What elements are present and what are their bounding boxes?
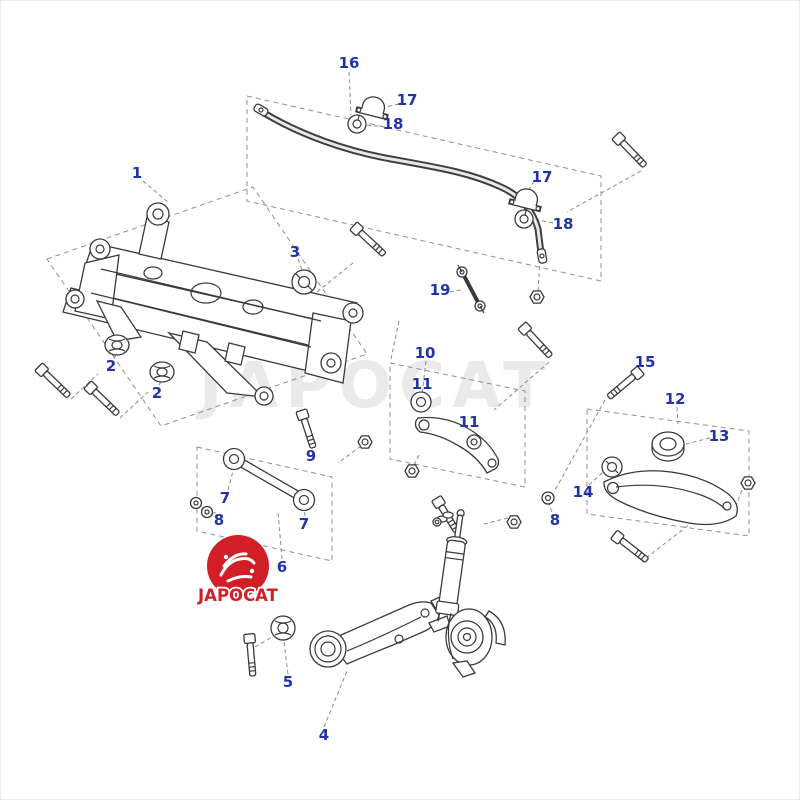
part-stabilizer-link (456, 264, 486, 314)
nut-icon (740, 476, 756, 490)
part-bushing-3 (291, 269, 317, 295)
bolt-icon (517, 321, 553, 359)
logo-circle (207, 535, 269, 597)
part-label-8[interactable]: 8 (549, 511, 561, 529)
logo-squiggle-icon (219, 552, 256, 583)
part-lateral-rod (222, 447, 316, 512)
logo-text: JAPOCAT (197, 586, 279, 605)
washer-icon-8-left (189, 496, 203, 510)
part-bush-18a (347, 114, 367, 134)
part-trailing-arm (309, 593, 452, 668)
part-label-18[interactable]: 18 (552, 215, 574, 233)
part-label-17[interactable]: 17 (396, 91, 418, 109)
part-lower-arm (601, 431, 738, 526)
part-label-17[interactable]: 17 (531, 168, 553, 186)
part-label-6[interactable]: 6 (276, 558, 288, 576)
part-bushing-2a (104, 334, 130, 356)
part-label-10[interactable]: 10 (414, 344, 436, 362)
washer-icon-8-right (541, 491, 555, 505)
part-label-11[interactable]: 11 (411, 375, 433, 393)
part-subframe-drawing (62, 202, 364, 406)
nut-icon (529, 290, 545, 304)
watermark-text: JAPOCAT (199, 349, 554, 422)
bolts (34, 131, 649, 677)
bolt-icon (610, 530, 649, 563)
bolt-icon (243, 633, 257, 677)
part-spring-seat-13 (651, 431, 685, 462)
group-box-lower-arm (586, 408, 750, 537)
japocat-logo: JAPOCAT (188, 535, 288, 613)
part-upper-arm (410, 391, 500, 474)
part-bushing-5 (270, 615, 296, 641)
part-label-2[interactable]: 2 (105, 357, 117, 375)
bolt-icon (349, 221, 387, 257)
part-label-9[interactable]: 9 (305, 447, 317, 465)
bolt-icon (83, 380, 120, 416)
part-label-7[interactable]: 7 (298, 515, 310, 533)
bolt-icon-9 (295, 408, 317, 449)
part-bush-18b (514, 209, 534, 229)
nut-icon (404, 464, 420, 478)
part-shock-and-knuckle (432, 509, 506, 678)
nut-icon (506, 515, 522, 529)
nut-icon (357, 435, 373, 449)
part-clamp-17b (508, 188, 542, 213)
group-box-subframe (46, 186, 368, 427)
part-clamp-17a (355, 96, 389, 121)
bolt-icon-15 (606, 365, 645, 400)
part-label-18[interactable]: 18 (382, 115, 404, 133)
washer-icon-8-left2 (200, 505, 214, 519)
group-box-upper-arm (389, 362, 526, 488)
part-label-15[interactable]: 15 (634, 353, 656, 371)
part-label-5[interactable]: 5 (282, 673, 294, 691)
group-box-stabilizer-bar (246, 95, 602, 282)
part-label-3[interactable]: 3 (289, 243, 301, 261)
part-label-4[interactable]: 4 (318, 726, 330, 744)
bolt-icon (611, 131, 647, 168)
part-label-1[interactable]: 1 (131, 164, 143, 182)
part-label-12[interactable]: 12 (664, 390, 686, 408)
bolt-icon (34, 362, 71, 398)
part-label-14[interactable]: 14 (572, 483, 594, 501)
nuts-and-washers (189, 290, 756, 529)
part-label-13[interactable]: 13 (708, 427, 730, 445)
part-label-7[interactable]: 7 (219, 489, 231, 507)
part-bushing-2b (149, 361, 175, 383)
part-label-11[interactable]: 11 (458, 413, 480, 431)
part-label-8[interactable]: 8 (213, 511, 225, 529)
part-label-16[interactable]: 16 (338, 54, 360, 72)
part-label-19[interactable]: 19 (429, 281, 451, 299)
part-label-2[interactable]: 2 (151, 384, 163, 402)
